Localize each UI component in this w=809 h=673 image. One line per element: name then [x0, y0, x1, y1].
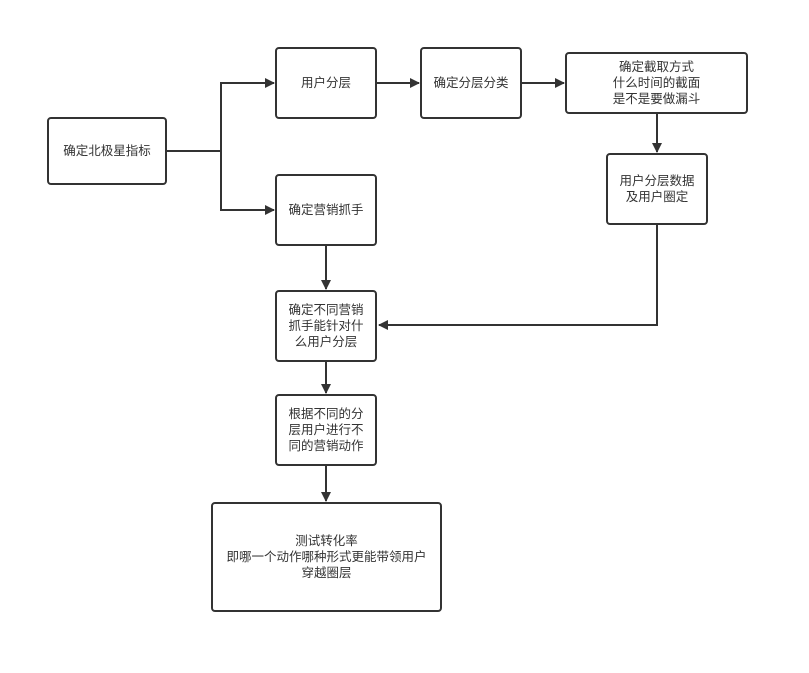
node-marketing-actions[interactable]: 根据不同的分 层用户进行不 同的营销动作 [275, 394, 377, 466]
node-user-segmentation[interactable]: 用户分层 [275, 47, 377, 119]
node-capture-method[interactable]: 确定截取方式 什么时间的截面 是不是要做漏斗 [565, 52, 748, 114]
node-north-star-metric[interactable]: 确定北极星指标 [47, 117, 167, 185]
node-segment-data[interactable]: 用户分层数据 及用户圈定 [606, 153, 708, 225]
node-marketing-levers[interactable]: 确定营销抓手 [275, 174, 377, 246]
edge-n5-n7 [378, 224, 658, 330]
node-conversion-test[interactable]: 测试转化率 即哪一个动作哪种形式更能带领用户 穿越圈层 [211, 502, 442, 612]
node-lever-to-segment[interactable]: 确定不同营销 抓手能针对什 么用户分层 [275, 290, 377, 362]
edge-n1-n6 [220, 151, 275, 215]
node-segment-classification[interactable]: 确定分层分类 [420, 47, 522, 119]
edge-n1-n2 [166, 78, 275, 152]
